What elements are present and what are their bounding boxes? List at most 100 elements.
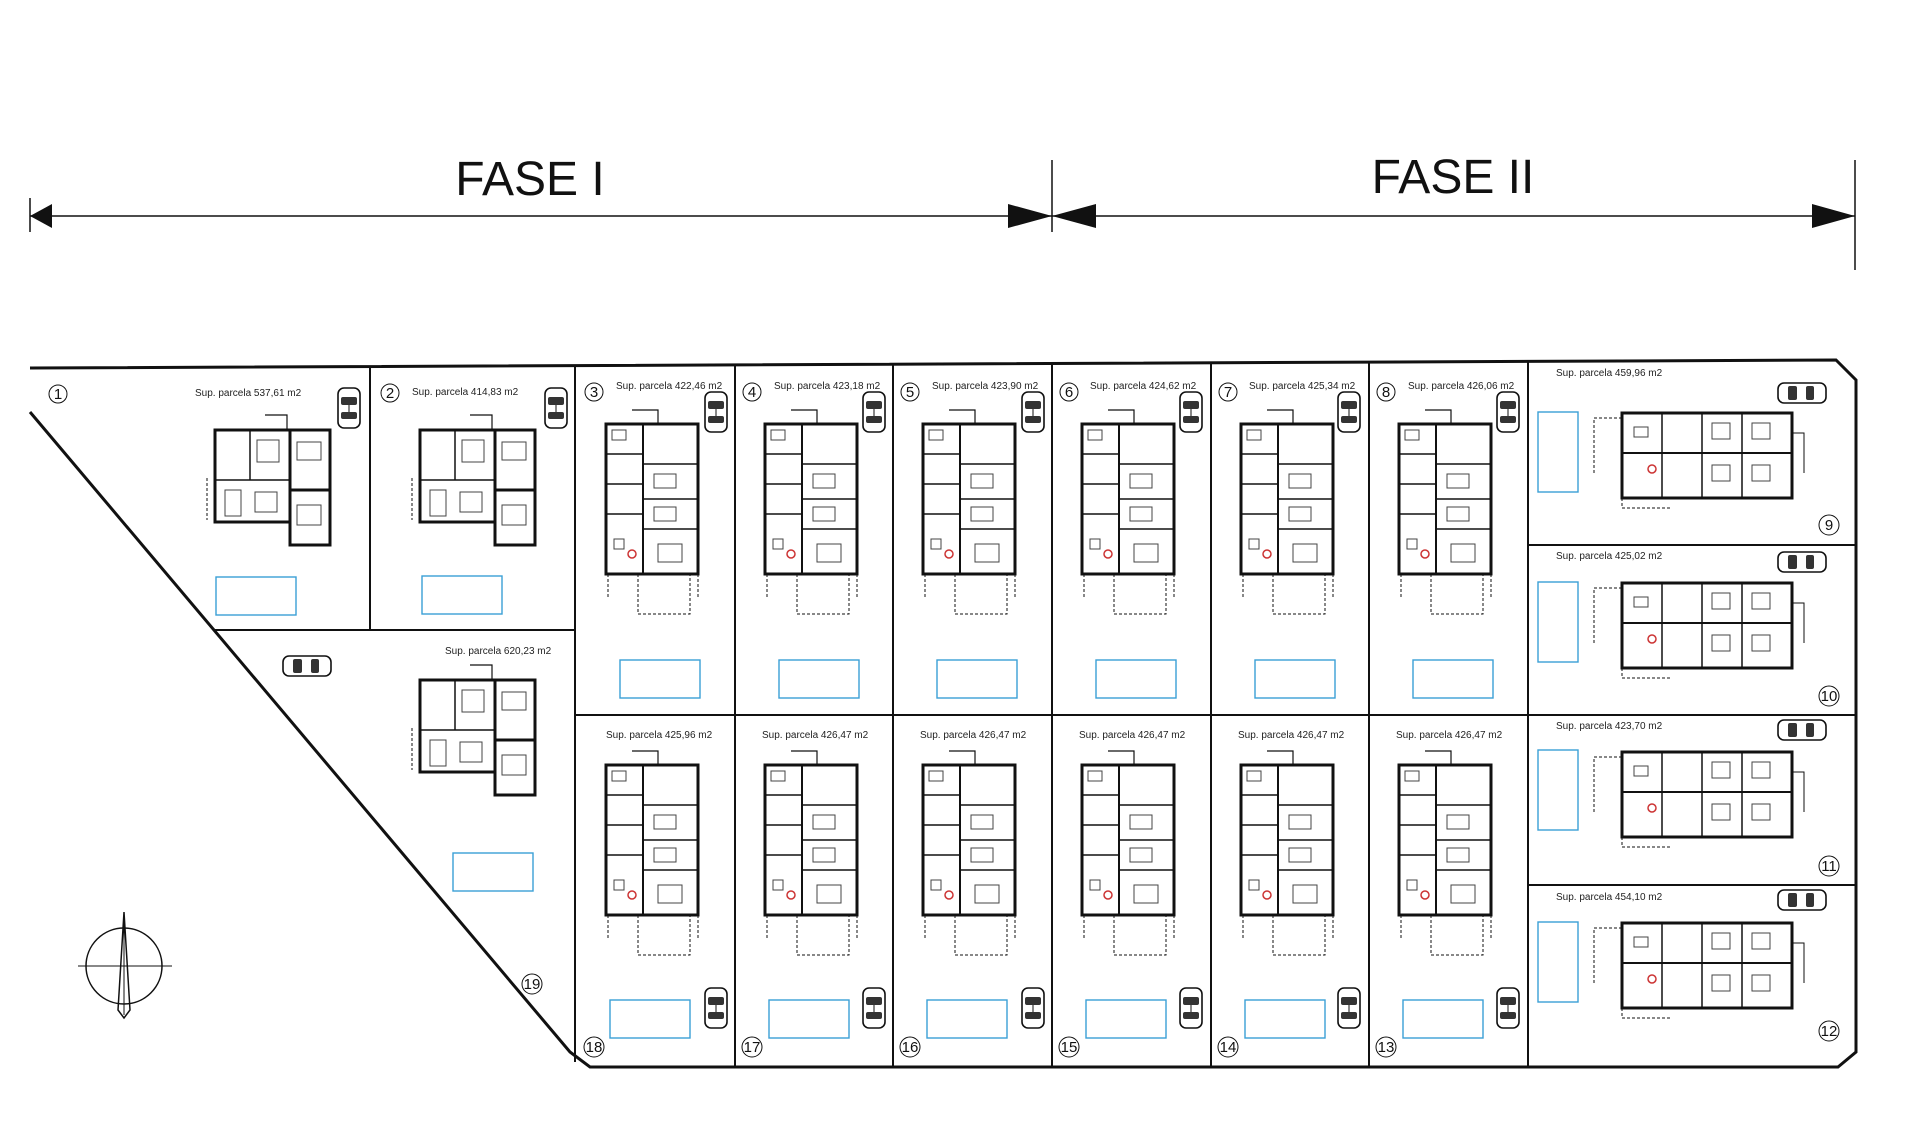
pool	[1537, 749, 1579, 831]
parcel-13: Sup. parcela 426,47 m2 13	[1375, 730, 1520, 1058]
car-icon	[1179, 391, 1203, 433]
parcel-19: Sup. parcela 620,23 m2 19	[410, 646, 552, 995]
parcel-number: 19	[524, 976, 541, 993]
parcel-area: Sup. parcela 414,83 m2	[412, 387, 519, 398]
parcel-area: Sup. parcela 426,47 m2	[920, 730, 1027, 741]
parcel-area: Sup. parcela 426,47 m2	[1396, 730, 1503, 741]
parcel-number: 14	[1220, 1039, 1237, 1056]
pool	[452, 852, 534, 892]
parcel-number: 1	[54, 386, 62, 403]
parcel-2: 2 Sup. parcela 414,83 m2	[380, 383, 568, 615]
pool	[1537, 411, 1579, 493]
car-icon	[704, 391, 728, 433]
parcel-number: 17	[744, 1039, 761, 1056]
pool	[619, 659, 701, 699]
parcel-area: Sup. parcela 422,46 m2	[616, 381, 723, 392]
north-arrow-icon	[78, 911, 172, 1020]
car-icon	[1179, 987, 1203, 1029]
parcel-area: Sup. parcela 426,47 m2	[762, 730, 869, 741]
phase-dimensions	[29, 160, 1856, 270]
pool	[215, 576, 297, 616]
car-icon	[1777, 382, 1827, 404]
pool	[1254, 659, 1336, 699]
parcel-number: 13	[1378, 1039, 1395, 1056]
parcel-number: 12	[1821, 1023, 1838, 1040]
parcel-8: 8 Sup. parcela 426,06 m2	[1376, 381, 1520, 699]
parcel-area: Sup. parcela 424,62 m2	[1090, 381, 1197, 392]
car-icon	[1021, 391, 1045, 433]
pool	[1412, 659, 1494, 699]
parcel-area: Sup. parcela 454,10 m2	[1556, 892, 1663, 903]
parcel-10: Sup. parcela 425,02 m2 10	[1537, 551, 1840, 707]
parcel-area: Sup. parcela 426,47 m2	[1238, 730, 1345, 741]
phase-2-label: FASE II	[1372, 151, 1535, 204]
parcel-number: 11	[1821, 858, 1837, 875]
parcel-number: 3	[590, 384, 598, 401]
parcel-area: Sup. parcela 425,34 m2	[1249, 381, 1356, 392]
parcel-number: 4	[748, 384, 756, 401]
car-icon	[1777, 719, 1827, 741]
parcel-17: Sup. parcela 426,47 m2 17	[741, 730, 886, 1058]
parcel-area: Sup. parcela 426,06 m2	[1408, 381, 1515, 392]
pool	[609, 999, 691, 1039]
parcel-number: 5	[906, 384, 914, 401]
pool	[1537, 921, 1579, 1003]
pool	[1402, 999, 1484, 1039]
site-boundary	[28, 358, 1858, 1069]
parcel-number: 16	[902, 1039, 919, 1056]
parcel-4: 4 Sup. parcela 423,18 m2	[742, 381, 886, 699]
parcel-3: 3 Sup. parcela 422,46 m2	[584, 381, 728, 699]
parcel-area: Sup. parcela 620,23 m2	[445, 646, 552, 657]
parcel-number: 9	[1825, 517, 1833, 534]
parcel-11: Sup. parcela 423,70 m2 11	[1537, 719, 1840, 877]
parcel-9: Sup. parcela 459,96 m2 9	[1537, 368, 1840, 536]
parcel-6: 6 Sup. parcela 424,62 m2	[1059, 381, 1203, 699]
parcel-number: 7	[1224, 384, 1232, 401]
phase-1-label: FASE I	[455, 153, 604, 206]
parcel-area: Sup. parcela 423,70 m2	[1556, 721, 1663, 732]
parcel-number: 2	[386, 385, 394, 402]
car-icon	[862, 987, 886, 1029]
car-icon	[704, 987, 728, 1029]
car-icon	[1777, 551, 1827, 573]
parcel-area: Sup. parcela 459,96 m2	[1556, 368, 1663, 379]
pool	[1085, 999, 1167, 1039]
parcel-7: 7 Sup. parcela 425,34 m2	[1218, 381, 1361, 699]
parcel-dividers	[213, 362, 1856, 1067]
pool	[421, 575, 503, 615]
parcel-5: 5 Sup. parcela 423,90 m2	[900, 381, 1045, 699]
pool	[1244, 999, 1326, 1039]
pool	[768, 999, 850, 1039]
pool	[1537, 581, 1579, 663]
parcel-number: 6	[1065, 384, 1073, 401]
car-icon	[1337, 987, 1361, 1029]
car-icon	[1496, 987, 1520, 1029]
parcel-area: Sup. parcela 537,61 m2	[195, 388, 302, 399]
parcel-15: Sup. parcela 426,47 m2 15	[1058, 730, 1203, 1058]
car-icon	[1337, 391, 1361, 433]
car-icon	[1021, 987, 1045, 1029]
car-icon	[337, 387, 361, 429]
pool	[936, 659, 1018, 699]
pool	[926, 999, 1008, 1039]
parcel-1: 1 Sup. parcela 537,61 m2	[48, 384, 361, 616]
parcel-16: Sup. parcela 426,47 m2 16	[899, 730, 1045, 1058]
parcel-area: Sup. parcela 423,90 m2	[932, 381, 1039, 392]
parcel-area: Sup. parcela 425,96 m2	[606, 730, 713, 741]
parcel-number: 15	[1061, 1039, 1078, 1056]
car-icon	[1496, 391, 1520, 433]
pool	[778, 659, 860, 699]
car-icon	[862, 391, 886, 433]
parcel-number: 18	[586, 1039, 603, 1056]
pool	[1095, 659, 1177, 699]
parcel-number: 10	[1821, 688, 1838, 705]
car-icon	[1777, 889, 1827, 911]
car-icon	[544, 387, 568, 429]
parcel-12: Sup. parcela 454,10 m2 12	[1537, 889, 1840, 1042]
parcel-14: Sup. parcela 426,47 m2 14	[1217, 730, 1361, 1058]
parcel-area: Sup. parcela 425,02 m2	[1556, 551, 1663, 562]
parcel-number: 8	[1382, 384, 1390, 401]
car-icon	[282, 655, 332, 677]
parcel-area: Sup. parcela 423,18 m2	[774, 381, 881, 392]
